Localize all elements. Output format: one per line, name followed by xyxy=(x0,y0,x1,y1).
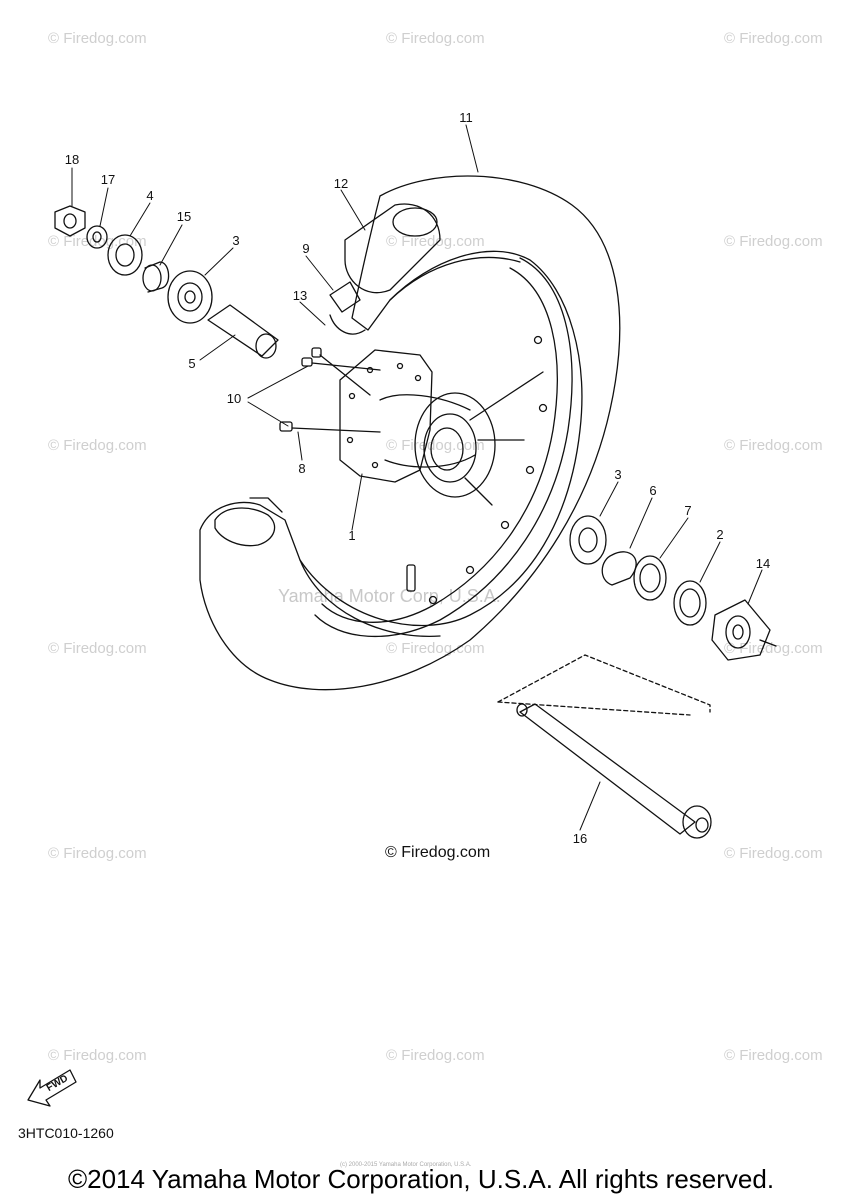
fine-print: (c) 2000-2015 Yamaha Motor Corporation, … xyxy=(340,1162,472,1168)
right-stack xyxy=(569,515,777,661)
watermark: © Firedog.com xyxy=(724,233,823,250)
callout-7: 7 xyxy=(684,503,691,518)
watermark: © Firedog.com xyxy=(724,437,823,454)
callout-5: 5 xyxy=(188,356,195,371)
hub xyxy=(339,349,544,506)
callout-18: 18 xyxy=(65,152,79,167)
callout-11: 11 xyxy=(459,110,473,125)
spoke-nipples xyxy=(279,347,381,433)
watermark: © Firedog.com xyxy=(48,640,147,657)
copyright-notice: ©2014 Yamaha Motor Corporation, U.S.A. A… xyxy=(67,1164,775,1194)
fwd-arrow xyxy=(27,1069,77,1107)
watermark: © Firedog.com xyxy=(48,437,147,454)
callout-17: 17 xyxy=(101,172,115,187)
part-code: 3HTC010-1260 xyxy=(18,1125,114,1141)
left-stack xyxy=(54,205,279,359)
rim xyxy=(314,257,573,637)
watermark: © Firedog.com xyxy=(386,640,485,657)
axle xyxy=(497,654,712,839)
watermark: © Firedog.com xyxy=(724,30,823,47)
callout-8: 8 xyxy=(298,461,305,476)
callout-3-right: 3 xyxy=(614,467,621,482)
firedog-credit: © Firedog.com xyxy=(385,844,491,861)
callout-9: 9 xyxy=(302,241,309,256)
watermark: © Firedog.com xyxy=(386,30,485,47)
callout-13: 13 xyxy=(293,288,307,303)
tube-parts xyxy=(329,203,441,335)
watermark: © Firedog.com xyxy=(386,437,485,454)
callout-10: 10 xyxy=(227,391,241,406)
watermark: © Firedog.com xyxy=(724,845,823,862)
callout-12: 12 xyxy=(334,176,348,191)
callout-2: 2 xyxy=(716,527,723,542)
callout-6: 6 xyxy=(649,483,656,498)
callout-14: 14 xyxy=(756,556,770,571)
watermark: © Firedog.com xyxy=(48,30,147,47)
watermark: © Firedog.com xyxy=(724,1047,823,1064)
leader-lines xyxy=(71,124,763,831)
callout-16: 16 xyxy=(573,831,587,846)
callout-4: 4 xyxy=(146,188,153,203)
watermark: © Firedog.com xyxy=(386,1047,485,1064)
watermark: © Firedog.com xyxy=(48,1047,147,1064)
watermark: © Firedog.com xyxy=(386,233,485,250)
tire xyxy=(199,175,621,691)
callout-3-left: 3 xyxy=(232,233,239,248)
callout-numbers: 11 12 9 13 18 17 4 15 3 5 10 8 1 3 6 7 2… xyxy=(65,110,770,846)
center-watermark: Yamaha Motor Corp, U.S.A. xyxy=(278,586,501,606)
watermark: © Firedog.com xyxy=(724,640,823,657)
watermark: © Firedog.com xyxy=(48,845,147,862)
callout-15: 15 xyxy=(177,209,191,224)
callout-1: 1 xyxy=(348,528,355,543)
